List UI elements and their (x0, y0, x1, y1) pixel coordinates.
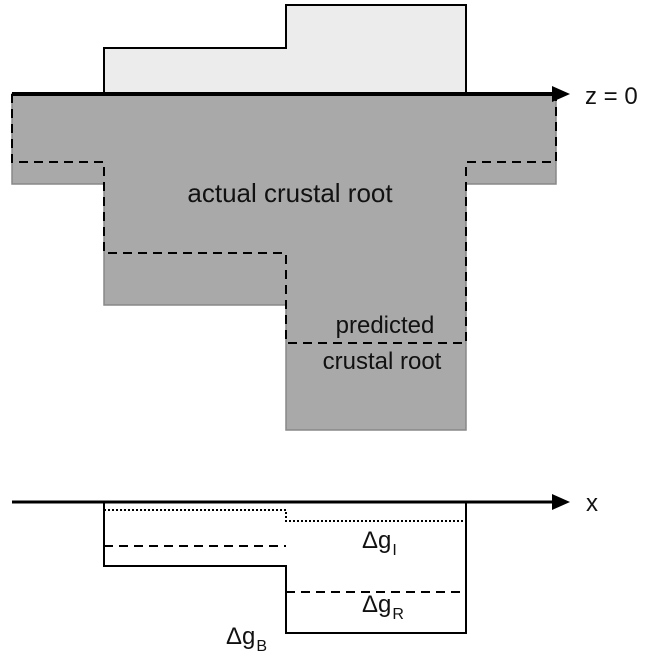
lower-panel: x ΔgI ΔgR ΔgB (12, 490, 598, 655)
topography-block (103, 4, 467, 94)
upper-panel: z = 0 actual crustal root predicted crus… (11, 4, 638, 431)
delta-g-B-label: ΔgB (226, 623, 267, 655)
delta-g-R-label: ΔgR (362, 591, 404, 623)
delta-g-B-subscript: B (256, 638, 267, 655)
x-axis-arrowhead (552, 494, 570, 510)
z-axis-arrowhead (552, 86, 570, 102)
x-axis-label: x (586, 490, 598, 517)
predicted-crustal-root-outline (11, 94, 557, 344)
delta-g-I-subscript: I (392, 542, 396, 559)
predicted-crustal-root-label-line1: predicted (336, 312, 435, 339)
actual-crustal-root (11, 93, 557, 431)
predicted-crustal-root-label-line2: crustal root (323, 348, 442, 375)
delta-g-B-profile (103, 502, 467, 634)
delta-g-R-subscript: R (392, 606, 404, 623)
z-zero-label: z = 0 (585, 83, 638, 110)
actual-crustal-root-label: actual crustal root (187, 178, 393, 208)
delta-g-I-profile (104, 509, 466, 522)
delta-g-I-label: ΔgI (362, 527, 397, 559)
